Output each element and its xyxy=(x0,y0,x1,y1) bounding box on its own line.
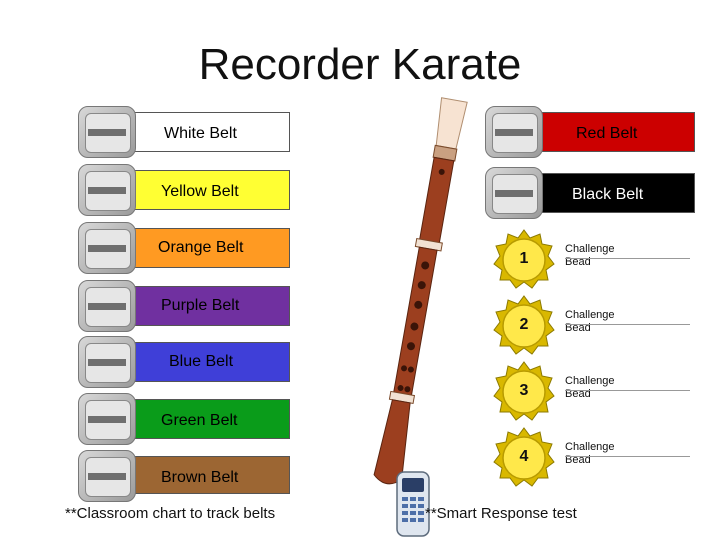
challenge-line xyxy=(565,456,690,457)
buckle-icon xyxy=(485,106,543,158)
belt-label: Green Belt xyxy=(161,412,238,429)
gold-medal-icon xyxy=(493,229,555,289)
belt-orange: Orange Belt xyxy=(130,228,290,268)
belt-label: Blue Belt xyxy=(169,353,234,370)
belt-purple: Purple Belt xyxy=(130,286,290,326)
buckle-icon xyxy=(78,450,136,502)
belt-label: Orange Belt xyxy=(158,239,244,256)
gold-medal-icon xyxy=(493,295,555,355)
response-clicker-icon xyxy=(396,471,430,537)
challenge-number: 3 xyxy=(519,382,529,399)
belt-label: White Belt xyxy=(164,125,237,142)
challenge-number: 1 xyxy=(519,250,529,267)
belt-label: Yellow Belt xyxy=(161,183,239,200)
gold-medal-icon xyxy=(493,361,555,421)
buckle-icon xyxy=(78,280,136,332)
page-title: Recorder Karate xyxy=(198,40,522,89)
buckle-icon xyxy=(78,106,136,158)
recorder-icon xyxy=(373,97,468,485)
belt-green: Green Belt xyxy=(130,399,290,439)
buckle-icon xyxy=(78,393,136,445)
caption-classroom-chart: **Classroom chart to track belts xyxy=(65,505,276,522)
buckle-icon xyxy=(78,336,136,388)
buckle-icon xyxy=(78,164,136,216)
caption-smart-response: **Smart Response test xyxy=(425,505,577,522)
belt-label: Brown Belt xyxy=(161,469,239,486)
belt-label: Purple Belt xyxy=(161,297,240,314)
belt-label: Red Belt xyxy=(576,125,638,142)
belt-yellow: Yellow Belt xyxy=(130,170,290,210)
challenge-number: 2 xyxy=(519,316,529,333)
belt-red: Red Belt xyxy=(535,112,695,152)
belt-white: White Belt xyxy=(130,112,290,152)
challenge-line xyxy=(565,324,690,325)
challenge-line xyxy=(565,390,690,391)
belt-blue: Blue Belt xyxy=(130,342,290,382)
belt-black: Black Belt xyxy=(535,173,695,213)
belt-label: Black Belt xyxy=(572,186,644,203)
belt-brown: Brown Belt xyxy=(130,456,290,494)
gold-medal-icon xyxy=(493,427,555,487)
buckle-icon xyxy=(78,222,136,274)
challenge-line xyxy=(565,258,690,259)
challenge-number: 4 xyxy=(519,448,529,465)
buckle-icon xyxy=(485,167,543,219)
